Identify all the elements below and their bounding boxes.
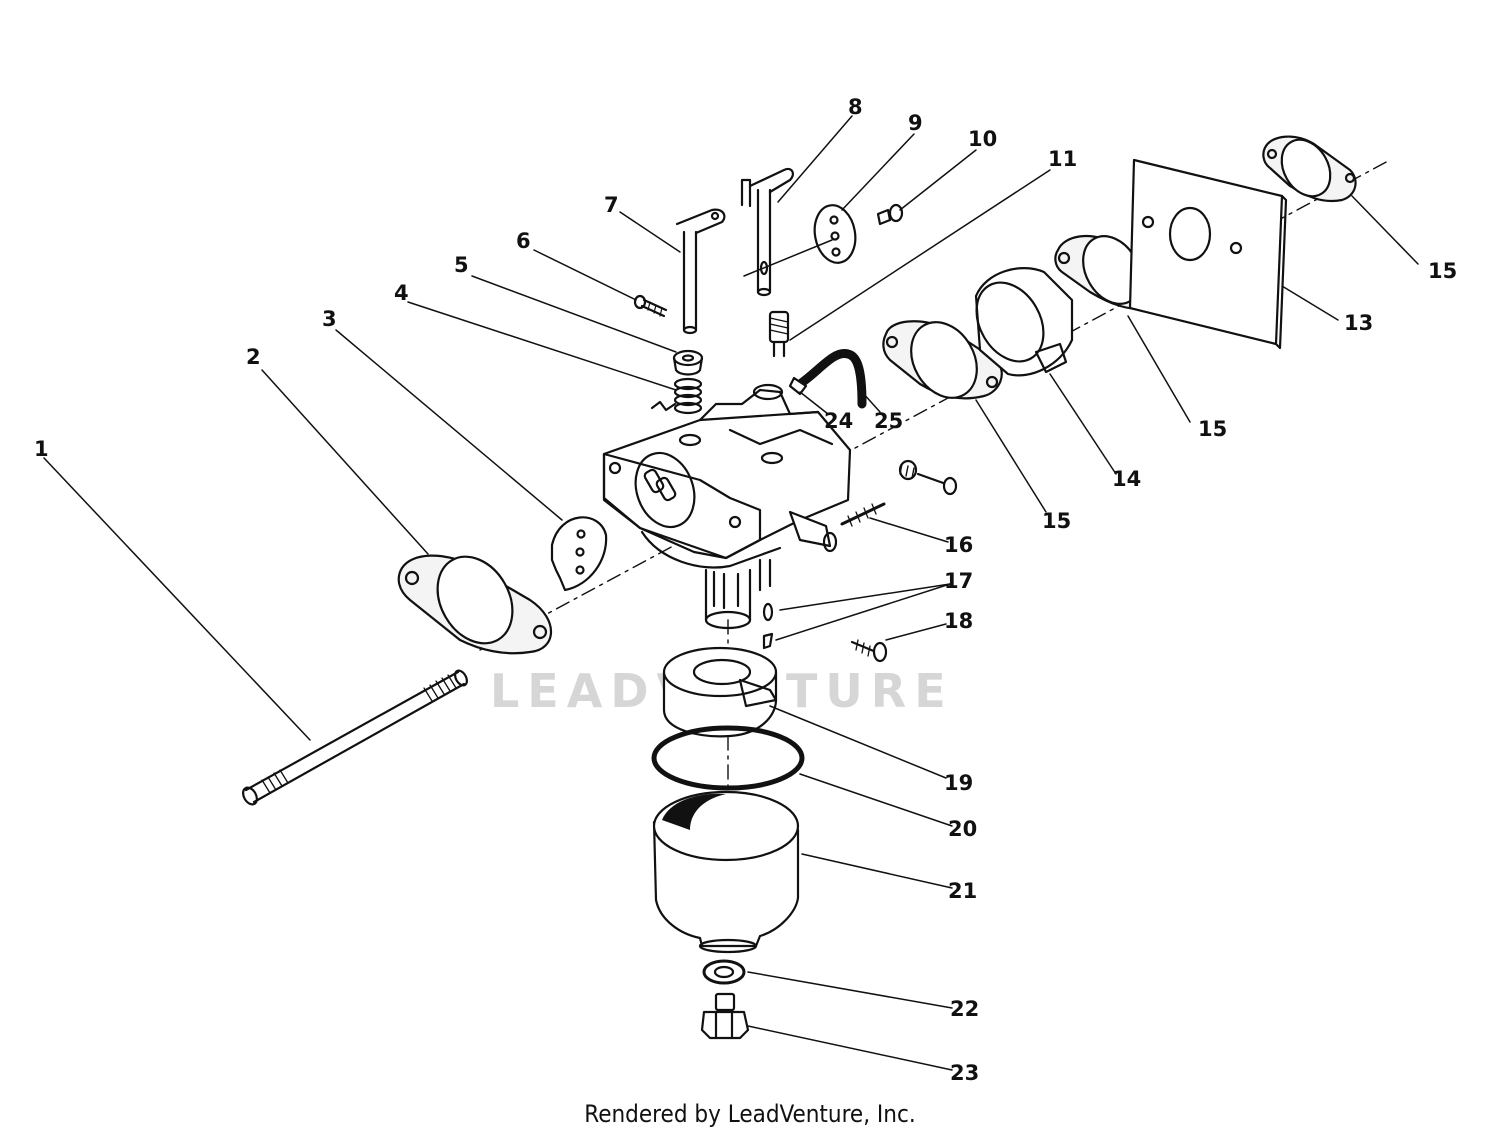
part-15-gasket-a [882, 320, 1003, 400]
callout-17: 17 [944, 569, 973, 593]
callout-11: 11 [1048, 147, 1077, 171]
callout-10: 10 [968, 127, 997, 151]
callout-5: 5 [454, 253, 469, 277]
callout-16: 16 [944, 533, 973, 557]
callout-25: 25 [874, 409, 903, 433]
part-14-spacer [974, 267, 1074, 377]
callout-21: 21 [948, 879, 977, 903]
part-16-pin [840, 502, 886, 527]
callout-15-b: 15 [1198, 417, 1227, 441]
part-3-throttle-plate [550, 516, 608, 592]
part-8-choke-shaft [740, 167, 794, 297]
callout-22: 22 [950, 997, 979, 1021]
callout-14: 14 [1112, 467, 1141, 491]
part-10-screw [876, 203, 904, 226]
part-20-o-ring [651, 725, 805, 791]
footer-credit: Rendered by LeadVenture, Inc. [584, 1100, 916, 1128]
callout-19: 19 [944, 771, 973, 795]
part-15-gasket-c [1262, 135, 1357, 203]
idle-screw [898, 459, 958, 496]
part-19-float [662, 646, 778, 738]
part-2-gasket [397, 554, 553, 655]
callout-15-a: 15 [1428, 259, 1457, 283]
callout-18: 18 [944, 609, 973, 633]
callout-7: 7 [604, 193, 619, 217]
part-11-fitting [768, 310, 790, 358]
part-7-throttle-shaft [675, 208, 726, 335]
callout-9: 9 [908, 111, 923, 135]
callout-numbers: 1 2 3 4 5 6 7 8 9 10 11 13 14 15 15 15 1… [34, 95, 1457, 1085]
callout-2: 2 [246, 345, 261, 369]
callout-13: 13 [1344, 311, 1373, 335]
part-22-washer [702, 959, 746, 985]
callout-4: 4 [394, 281, 409, 305]
part-13-plate [1128, 158, 1288, 350]
part-24-25-fuel-line [788, 349, 867, 409]
callout-20: 20 [948, 817, 977, 841]
part-9-choke-plate [813, 204, 857, 264]
callout-15-c: 15 [1042, 509, 1071, 533]
part-23-bowl-nut [700, 992, 750, 1040]
part-17-18-hardware [762, 602, 888, 663]
part-5-seal [672, 349, 704, 376]
callout-8: 8 [848, 95, 863, 119]
callout-6: 6 [516, 229, 531, 253]
callout-24: 24 [824, 409, 853, 433]
part-21-float-bowl [652, 790, 800, 954]
callout-1: 1 [34, 437, 49, 461]
leader-lines [43, 115, 1419, 1071]
carburetor-body [602, 383, 852, 630]
part-6-screw [633, 294, 668, 318]
part-1-stud [242, 669, 468, 806]
part-4-spring [650, 377, 703, 415]
callout-23: 23 [950, 1061, 979, 1085]
callout-3: 3 [322, 307, 337, 331]
